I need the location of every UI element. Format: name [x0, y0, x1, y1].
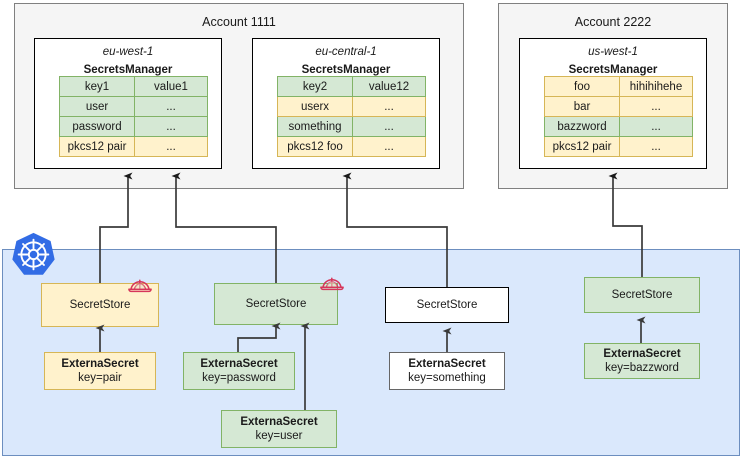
secret-key: bazzword	[544, 116, 620, 137]
secret-value: ...	[352, 96, 426, 117]
kubernetes-logo	[11, 232, 56, 277]
externalsecret-box-pair[interactable]: ExternaSecret key=pair	[44, 352, 156, 390]
externalsecret-title: ExternaSecret	[408, 357, 486, 370]
service-name: SecretsManager	[301, 64, 391, 76]
secret-key: user	[59, 96, 135, 117]
account-title: Account 2222	[574, 15, 652, 29]
secret-value: ...	[619, 96, 693, 117]
secret-key: userx	[277, 96, 353, 117]
externalsecret-box-user[interactable]: ExternaSecret key=user	[221, 410, 337, 448]
secretstore-label: SecretStore	[611, 288, 673, 301]
secret-key: pkcs12 pair	[59, 136, 135, 157]
table-row: pkcs12 foo ...	[277, 136, 426, 157]
externalsecret-key: key=something	[408, 372, 486, 384]
externalsecret-title: ExternaSecret	[240, 415, 318, 428]
externalsecret-box-password[interactable]: ExternaSecret key=password	[183, 352, 295, 390]
externalsecret-box-something[interactable]: ExternaSecret key=something	[389, 352, 505, 390]
secret-value: ...	[134, 116, 208, 137]
secretstore-box-2[interactable]: SecretStore	[214, 283, 338, 325]
secret-value: ...	[134, 136, 208, 157]
secret-key: pkcs12 foo	[277, 136, 353, 157]
service-name: SecretsManager	[568, 64, 658, 76]
secrets-table-us-west-1: foo hihihihehe bar ... bazzword ... pkcs…	[544, 76, 693, 157]
secretstore-box-3[interactable]: SecretStore	[385, 287, 509, 323]
table-row: pkcs12 pair ...	[544, 136, 693, 157]
table-row: something ...	[277, 116, 426, 137]
table-row: bar ...	[544, 96, 693, 117]
externalsecret-key: key=user	[255, 430, 303, 442]
secret-value: value12	[352, 76, 426, 97]
secret-value: ...	[619, 136, 693, 157]
secret-value: hihihihehe	[619, 76, 693, 97]
table-row: userx ...	[277, 96, 426, 117]
externalsecret-key: key=pair	[78, 372, 122, 384]
secretstore-label: SecretStore	[416, 298, 478, 311]
region-name: eu-central-1	[315, 46, 377, 58]
secretstore-label: SecretStore	[245, 297, 307, 310]
secret-key: pkcs12 pair	[544, 136, 620, 157]
externalsecret-title: ExternaSecret	[200, 357, 278, 370]
secret-key: bar	[544, 96, 620, 117]
account-title: Account 1111	[202, 15, 276, 29]
secrets-table-eu-west-1: key1 value1 user ... password ... pkcs12…	[59, 76, 208, 157]
secretstore-box-1[interactable]: SecretStore	[41, 283, 159, 327]
externalsecret-key: key=bazzword	[605, 362, 679, 374]
secret-key: key2	[277, 76, 353, 97]
table-row: key2 value12	[277, 76, 426, 97]
hard-hat-icon	[318, 270, 346, 294]
table-row: password ...	[59, 116, 208, 137]
table-row: foo hihihihehe	[544, 76, 693, 97]
externalsecret-title: ExternaSecret	[61, 357, 139, 370]
table-row: key1 value1	[59, 76, 208, 97]
secret-key: password	[59, 116, 135, 137]
hard-hat-icon	[126, 272, 154, 296]
region-name: eu-west-1	[102, 46, 154, 58]
secret-value: ...	[134, 96, 208, 117]
secret-key: key1	[59, 76, 135, 97]
table-row: user ...	[59, 96, 208, 117]
secret-value: ...	[352, 136, 426, 157]
table-row: pkcs12 pair ...	[59, 136, 208, 157]
secret-key: foo	[544, 76, 620, 97]
service-name: SecretsManager	[83, 64, 173, 76]
secret-value: ...	[619, 116, 693, 137]
secretstore-label: SecretStore	[69, 298, 131, 311]
secretstore-box-4[interactable]: SecretStore	[584, 277, 700, 313]
externalsecret-box-bazzword[interactable]: ExternaSecret key=bazzword	[584, 343, 700, 379]
secrets-table-eu-central-1: key2 value12 userx ... something ... pkc…	[277, 76, 426, 157]
secret-value: ...	[352, 116, 426, 137]
externalsecret-key: key=password	[202, 372, 276, 384]
externalsecret-title: ExternaSecret	[603, 347, 681, 360]
region-name: us-west-1	[588, 46, 638, 58]
secret-key: something	[277, 116, 353, 137]
table-row: bazzword ...	[544, 116, 693, 137]
secret-value: value1	[134, 76, 208, 97]
